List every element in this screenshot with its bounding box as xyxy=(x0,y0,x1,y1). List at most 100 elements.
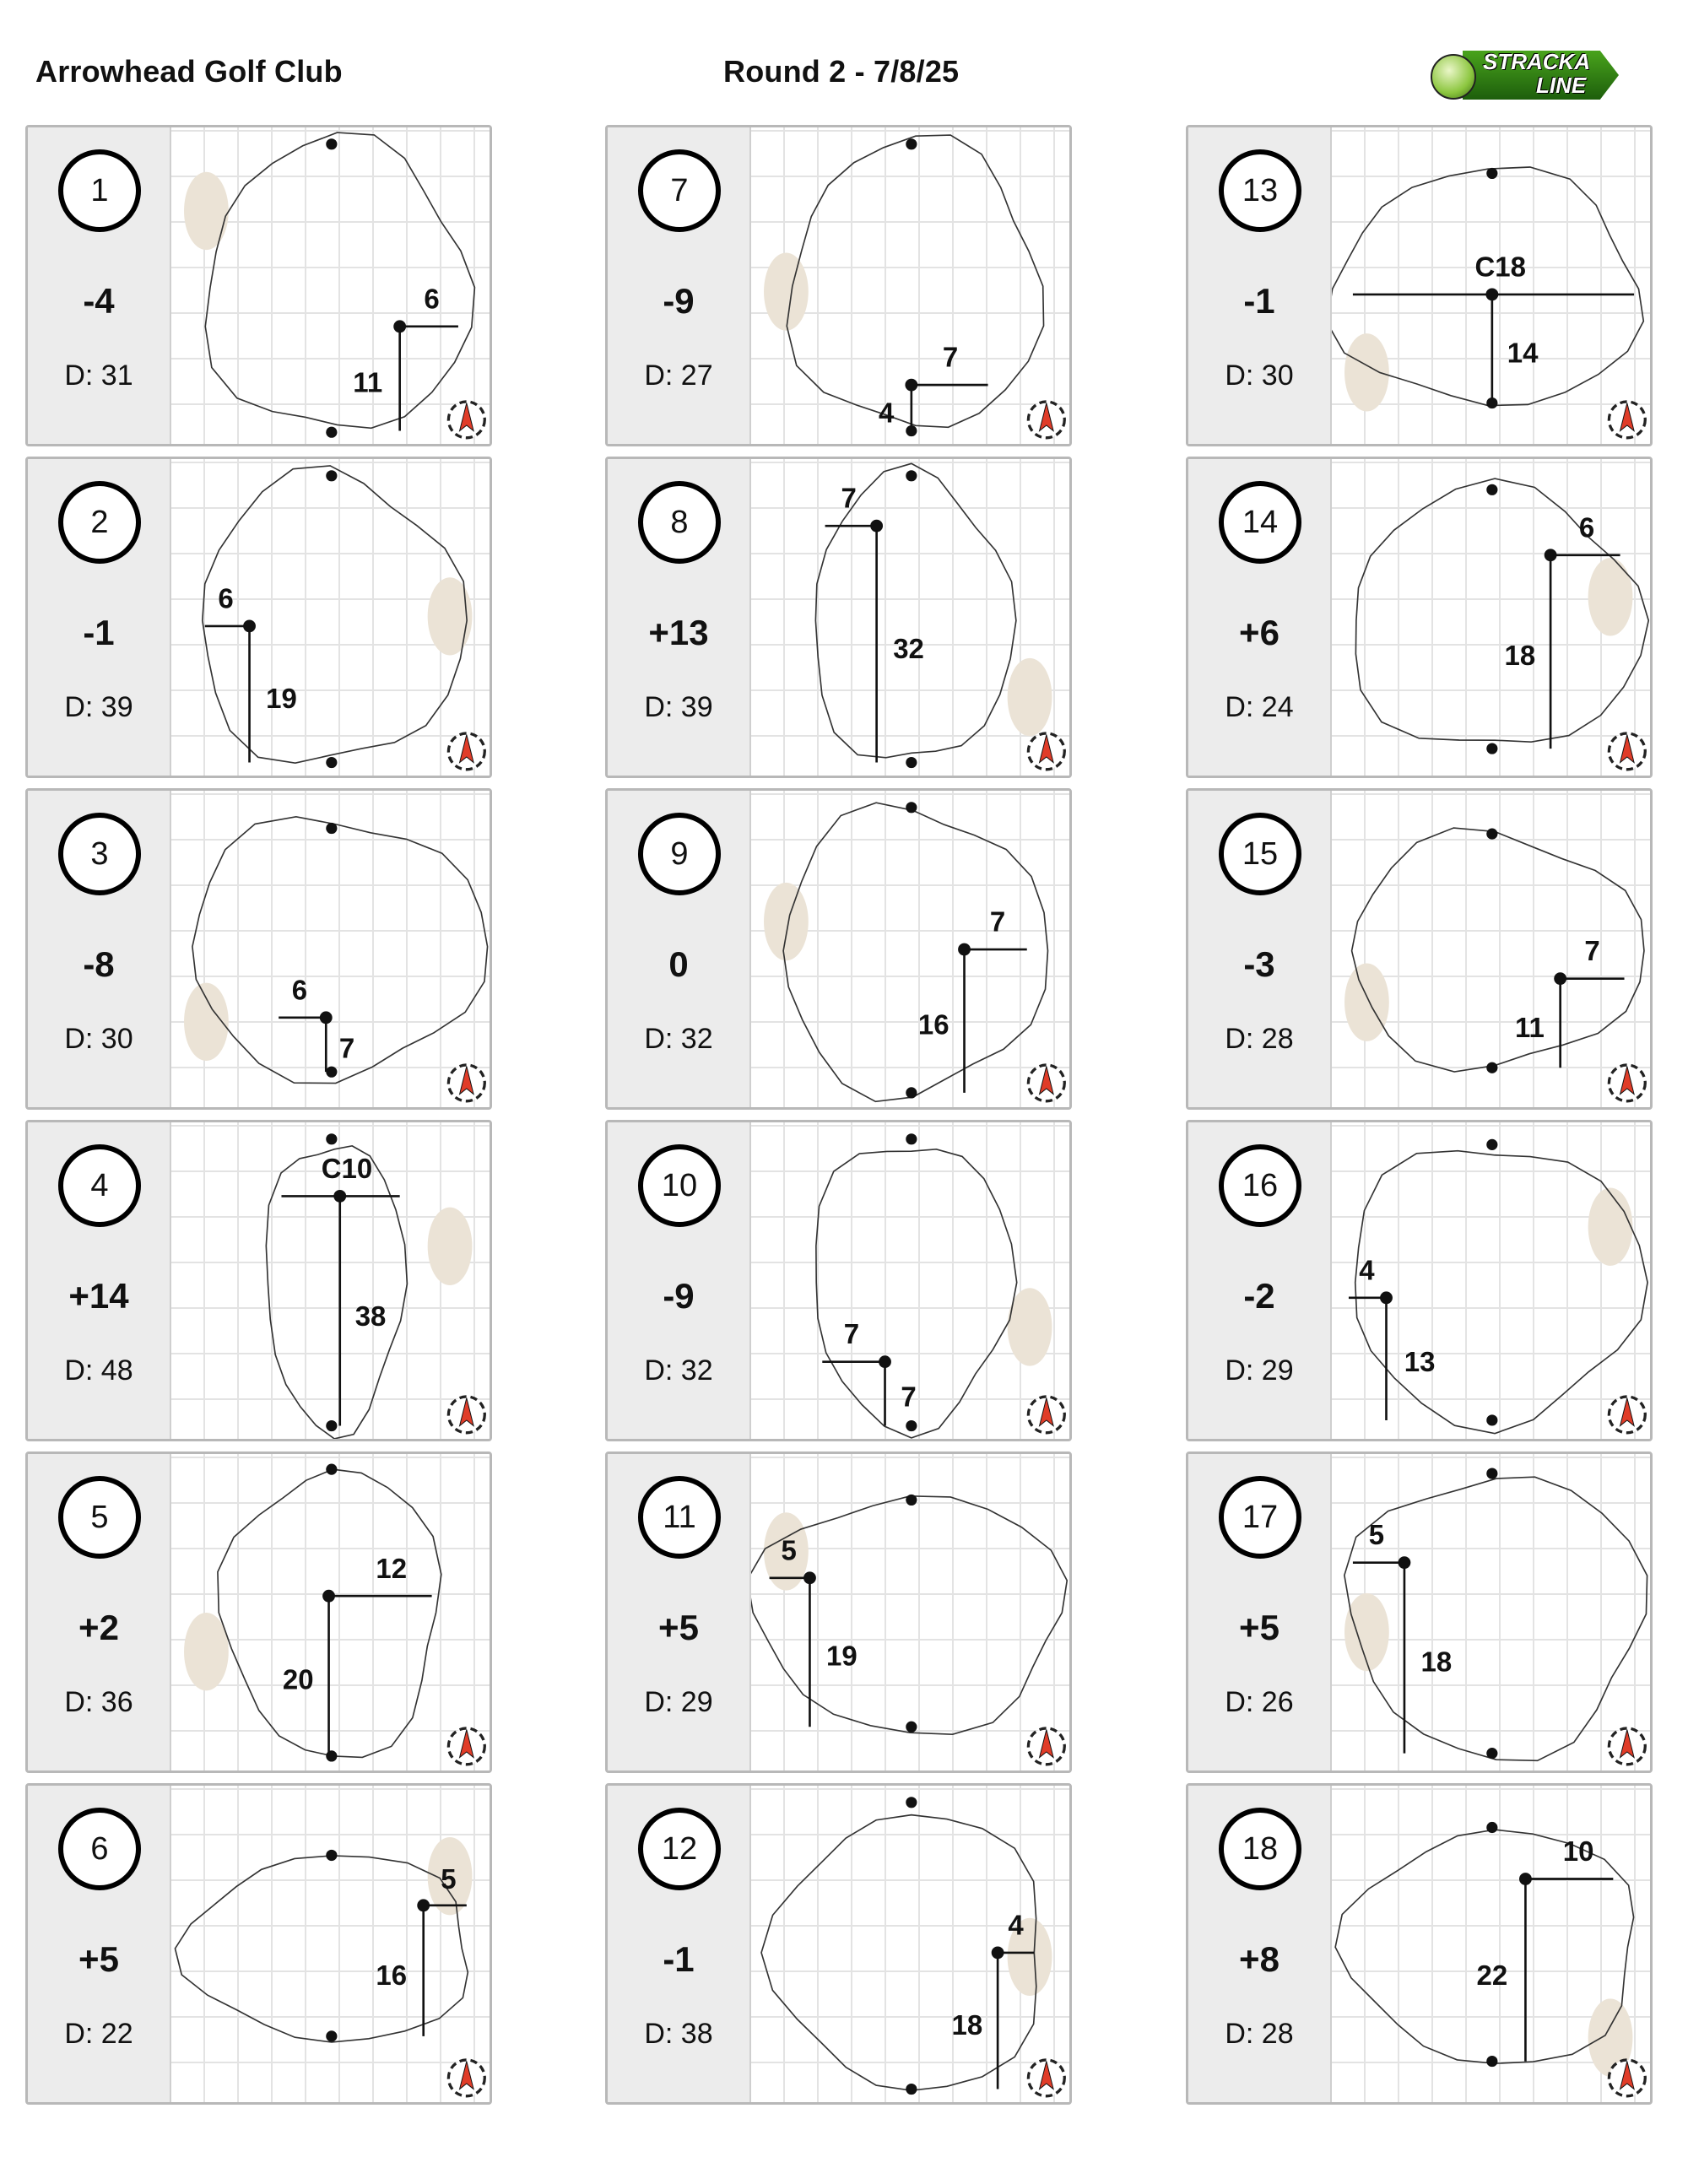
pin-position-dot xyxy=(333,1189,347,1203)
hole-info-panel: 9 0 D: 32 xyxy=(608,791,751,1107)
green-diagram: 413 xyxy=(1348,1138,1648,1435)
measure-label-b: 16 xyxy=(918,1009,950,1041)
green-outline xyxy=(1354,1149,1648,1435)
compass-icon xyxy=(1026,1727,1066,1766)
hole-number-badge: 17 xyxy=(1219,1476,1301,1559)
hole-info-panel: 18 +8 D: 28 xyxy=(1188,1786,1332,2102)
hole-score: +5 xyxy=(78,1939,119,1979)
green-edge-dot xyxy=(1486,167,1498,180)
hole-score: -9 xyxy=(663,1276,695,1316)
green-edge-dot xyxy=(1486,1414,1498,1426)
pin-position-dot xyxy=(905,378,918,392)
pin-position-dot xyxy=(319,1011,333,1024)
hole-score: +5 xyxy=(658,1608,699,1647)
pin-position-dot xyxy=(243,619,256,633)
hole-number-badge: 4 xyxy=(58,1144,141,1227)
green-edge-dot xyxy=(1486,1468,1498,1479)
green-edge-dot xyxy=(326,1750,338,1762)
compass-icon xyxy=(1607,1395,1647,1435)
hole-info-panel: 3 -8 D: 30 xyxy=(28,791,171,1107)
pin-position-dot xyxy=(1380,1291,1393,1305)
hole-number-badge: 18 xyxy=(1219,1808,1301,1890)
pin-position-dot xyxy=(803,1571,816,1585)
hole-score: -1 xyxy=(663,1939,695,1979)
green-outline xyxy=(1344,1476,1648,1762)
hole-number-badge: 6 xyxy=(58,1808,141,1890)
green-outline xyxy=(1334,1829,1635,2065)
green-depth: D: 31 xyxy=(64,359,133,392)
hole-score: +14 xyxy=(68,1276,129,1316)
hole-score: -8 xyxy=(83,944,115,984)
green-diagram: 67 xyxy=(184,816,489,1103)
sand-bunker xyxy=(1344,963,1389,1041)
compass-icon xyxy=(1607,2058,1647,2098)
green-depth: D: 38 xyxy=(644,2018,713,2050)
green-depth: D: 48 xyxy=(64,1354,133,1387)
measure-label-a: 10 xyxy=(1563,1835,1594,1867)
hole-number-badge: 7 xyxy=(638,149,721,232)
hole-score: -2 xyxy=(1243,1276,1275,1316)
measure-label-b: 19 xyxy=(266,683,297,714)
green-outline xyxy=(782,802,1049,1103)
green-outline xyxy=(217,1468,442,1759)
measure-label-a: 12 xyxy=(376,1553,407,1584)
green-edge-dot xyxy=(326,426,338,438)
compass-icon xyxy=(1026,1063,1066,1103)
measure-label-b: 11 xyxy=(353,366,382,397)
sand-bunker xyxy=(1344,333,1389,412)
hole-number-badge: 15 xyxy=(1219,813,1301,895)
green-edge-dot xyxy=(1486,1748,1498,1760)
pin-position-dot xyxy=(870,519,884,532)
logo-text-1: STRACKA xyxy=(1483,49,1591,74)
hole-score: -9 xyxy=(663,281,695,321)
green-edge-dot xyxy=(906,1419,917,1432)
compass-icon xyxy=(1607,732,1647,771)
measure-label-b: 18 xyxy=(1505,640,1536,671)
green-edge-dot xyxy=(906,756,917,769)
measure-label-a: 7 xyxy=(844,1318,859,1349)
green-depth: D: 32 xyxy=(644,1354,713,1387)
green-edge-dot xyxy=(1486,2055,1498,2068)
measure-label-a: 5 xyxy=(1369,1519,1384,1550)
green-outline xyxy=(204,132,476,430)
hole-number-badge: 14 xyxy=(1219,481,1301,564)
green-edge-dot xyxy=(1486,1138,1498,1150)
compass-icon xyxy=(1026,400,1066,440)
green-edge-dot xyxy=(326,1133,338,1145)
green-edge-dot xyxy=(1486,743,1498,754)
sand-bunker xyxy=(427,1837,473,1916)
green-edge-dot xyxy=(906,138,917,150)
measure-label-b: 20 xyxy=(283,1664,314,1695)
measure-label-a: C18 xyxy=(1475,251,1526,282)
measure-label-a: 7 xyxy=(943,342,958,373)
green-edge-dot xyxy=(1486,484,1498,495)
measure-label-a: 6 xyxy=(1579,511,1594,543)
green-diagram: 6 18 xyxy=(1355,478,1650,771)
green-outline xyxy=(201,465,468,765)
pin-position-dot xyxy=(322,1589,335,1603)
pin-position-dot xyxy=(879,1355,891,1369)
